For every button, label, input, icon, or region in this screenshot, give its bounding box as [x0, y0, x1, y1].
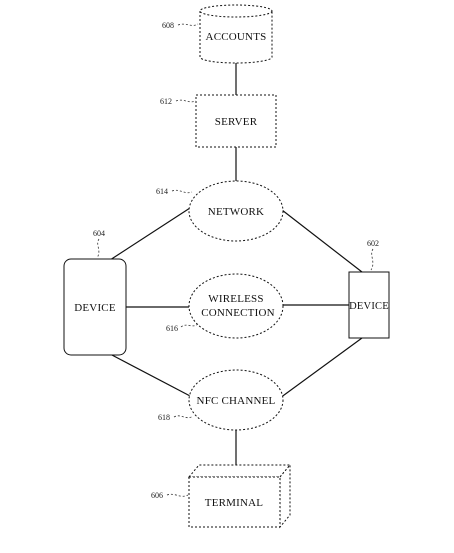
edge-network-device-left — [109, 207, 191, 261]
terminal-ref: 606 — [151, 491, 189, 500]
network-ref: 614 — [156, 187, 193, 196]
nfc-ref-number: 618 — [158, 413, 170, 422]
nfc-channel-node: NFC CHANNEL — [188, 369, 284, 431]
accounts-ref-leader — [177, 23, 199, 26]
terminal-ref-leader — [166, 493, 189, 497]
wireless-label-line1: WIRELESS — [208, 293, 263, 305]
network-label: NETWORK — [208, 206, 264, 218]
accounts-database: ACCOUNTS — [199, 4, 273, 64]
wireless-ref-leader — [180, 323, 199, 328]
network-node: NETWORK — [188, 180, 284, 242]
server-ref-number: 612 — [160, 97, 172, 106]
device-right-ref: 602 — [367, 239, 379, 271]
terminal-label: TERMINAL — [205, 497, 264, 509]
connections — [109, 60, 363, 465]
edge-network-device-right — [281, 209, 363, 273]
wireless-ref-number: 616 — [166, 324, 178, 333]
edge-device-left-nfc — [109, 353, 193, 398]
edge-device-right-nfc — [279, 337, 363, 399]
network-ref-number: 614 — [156, 187, 168, 196]
accounts-ref-number: 608 — [162, 21, 174, 30]
wireless-label-line2: CONNECTION — [201, 307, 275, 319]
device-right-ref-leader — [370, 248, 374, 271]
accounts-label: ACCOUNTS — [206, 31, 267, 43]
device-right-ref-number: 602 — [367, 239, 379, 248]
accounts-ref: 608 — [162, 21, 199, 30]
nfc-label: NFC CHANNEL — [197, 395, 276, 407]
server-label: SERVER — [215, 116, 258, 128]
terminal-ref-number: 606 — [151, 491, 163, 500]
nfc-ref: 618 — [158, 413, 194, 422]
server-box: SERVER — [195, 94, 277, 148]
device-right-label: DEVICE — [349, 301, 389, 312]
nfc-ref-leader — [173, 415, 194, 419]
server-ref: 612 — [160, 97, 197, 106]
wireless-ref: 616 — [166, 323, 199, 333]
device-left: DEVICE — [63, 258, 127, 356]
device-right: DEVICE — [348, 271, 390, 339]
device-left-ref-leader — [96, 238, 100, 259]
server-ref-leader — [175, 99, 197, 103]
device-left-ref-number: 604 — [93, 229, 105, 238]
device-left-ref: 604 — [93, 229, 105, 259]
terminal-box: TERMINAL — [187, 463, 292, 529]
device-left-label: DEVICE — [74, 302, 116, 314]
network-ref-leader — [171, 189, 193, 194]
wireless-connection-node: WIRELESS CONNECTION — [188, 273, 284, 339]
